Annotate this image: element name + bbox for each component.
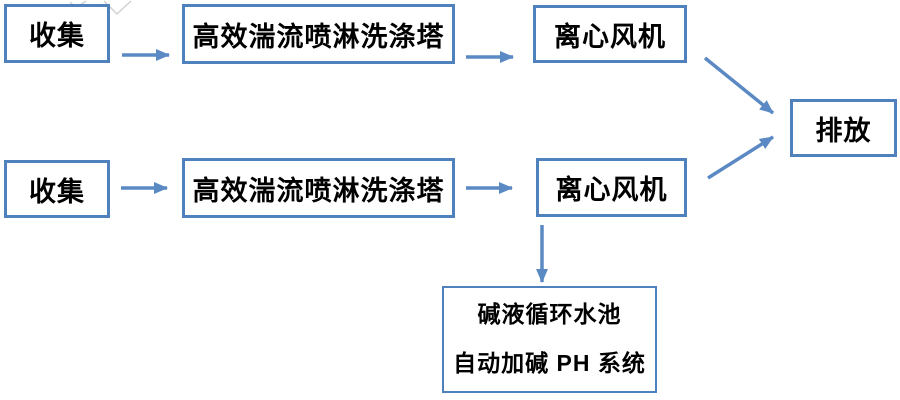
node-alkali-pool-line2: 自动加碱 PH 系统: [453, 350, 646, 376]
arrow-fan2-to-discharge: [707, 135, 774, 180]
node-centrifugal-fan-2-label: 离心风机: [555, 175, 668, 205]
node-alkali-pool-line1: 碱液循环水池: [477, 301, 622, 327]
node-collect-2: 收集: [4, 160, 110, 218]
node-collect-1: 收集: [4, 4, 110, 63]
node-collect-2-label: 收集: [29, 176, 85, 207]
node-collect-1-label: 收集: [29, 21, 85, 51]
arrow-fan1-to-discharge: [703, 56, 775, 115]
node-scrubber-tower-1-label: 高效湍流喷淋洗涤塔: [192, 21, 445, 52]
node-scrubber-tower-2: 高效湍流喷淋洗涤塔: [182, 158, 455, 218]
node-centrifugal-fan-2: 离心风机: [536, 158, 687, 217]
node-discharge-label: 排放: [815, 115, 872, 146]
node-centrifugal-fan-1: 离心风机: [533, 5, 687, 63]
node-centrifugal-fan-1-label: 离心风机: [554, 21, 666, 52]
node-alkali-pool-system: 碱液循环水池 自动加碱 PH 系统: [442, 286, 657, 393]
node-scrubber-tower-1: 高效湍流喷淋洗涤塔: [182, 4, 455, 64]
node-discharge: 排放: [790, 99, 897, 157]
node-scrubber-tower-2-label: 高效湍流喷淋洗涤塔: [192, 175, 445, 206]
